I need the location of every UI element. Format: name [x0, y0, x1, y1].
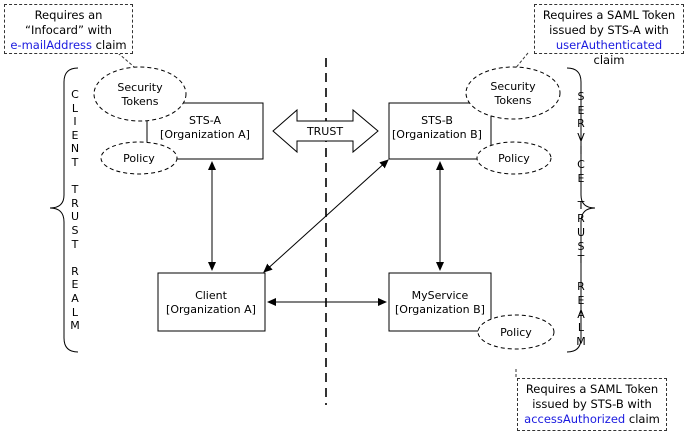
client-letter: C [71, 88, 79, 101]
callout-service-line1: Requires a SAML Token [525, 382, 659, 396]
service-letter: E [577, 293, 585, 307]
service-letter: V [577, 130, 585, 144]
service-letter: T [577, 198, 585, 212]
security-tokens-a-line2: Tokens [120, 95, 158, 108]
client-letter: R [71, 196, 79, 210]
service-letter: C [577, 157, 585, 171]
service-letter [574, 185, 588, 199]
callout-sts-b-line3: userAuthenticated claim [539, 38, 679, 68]
service-realm-brace [566, 67, 596, 353]
service-letter: L [577, 321, 585, 335]
sts-b-name: STS-B [421, 114, 453, 127]
service-letter: R [577, 117, 585, 131]
client-box [157, 272, 266, 332]
callout-client-line1: Requires an [34, 8, 103, 22]
client-letter: A [71, 291, 79, 305]
client-letter: L [71, 305, 79, 319]
callout-service-line2: issued by STS-B with [532, 397, 652, 411]
trust-label: TRUST [306, 125, 343, 138]
client-org: [Organization A] [166, 303, 256, 316]
client-name: Client [195, 289, 228, 302]
sts-b-box [388, 102, 492, 160]
callout-sts-b-suffix: claim [593, 53, 625, 67]
client-letter: U [70, 210, 80, 224]
client-letter: M [70, 319, 80, 333]
callout-sts-b-line1: Requires a SAML Token [542, 8, 676, 22]
callout-pointer-sts-b [513, 52, 529, 71]
service-letter [574, 267, 588, 281]
service-letter: M [576, 334, 586, 348]
service-letter: S [577, 239, 585, 253]
callout-client-requirement: Requires an “Infocard” with e-mailAddres… [4, 4, 133, 54]
trust-double-arrow [272, 108, 379, 154]
client-letter: I [73, 115, 77, 129]
callout-sts-b-claim: userAuthenticated [555, 38, 663, 52]
client-letter [68, 170, 82, 184]
service-letter: T [577, 253, 585, 267]
callout-client-suffix: claim [92, 38, 127, 52]
service-letter: R [577, 280, 585, 294]
policy-ellipse-service [477, 314, 555, 350]
arrow-client-sts-b [263, 159, 389, 273]
client-letter: N [70, 142, 80, 156]
service-letter: S [577, 90, 585, 103]
client-letter: T [71, 155, 79, 169]
security-tokens-b-line1: Security [490, 80, 536, 93]
security-tokens-ellipse-b [465, 66, 561, 120]
myservice-box [388, 272, 492, 332]
policy-a-label: Policy [123, 152, 155, 165]
security-tokens-ellipse-a [93, 66, 187, 122]
service-letter: E [577, 171, 585, 185]
callout-service-claim: accessAuthorized [524, 412, 626, 426]
client-letter: T [71, 237, 79, 251]
security-tokens-a-line1: Security [117, 81, 163, 94]
callout-sts-b-requirement: Requires a SAML Token issued by STS-A wi… [534, 4, 684, 67]
callout-sts-b-line2: issued by STS-A with [549, 23, 669, 37]
client-letter: S [71, 223, 79, 237]
service-letter: A [577, 307, 585, 321]
myservice-org: [Organization B] [395, 303, 485, 316]
callout-service-requirement: Requires a SAML Token issued by STS-B wi… [517, 378, 667, 431]
callout-service-suffix: claim [625, 412, 660, 426]
client-letter: R [71, 264, 79, 278]
callout-client-claim: e-mailAddress [10, 38, 93, 52]
sts-a-name: STS-A [189, 114, 221, 127]
policy-service-label: Policy [500, 326, 532, 339]
service-letter: U [576, 225, 586, 239]
sts-b-org: [Organization B] [392, 128, 482, 141]
client-letter: E [71, 128, 79, 142]
security-tokens-b-line2: Tokens [493, 94, 531, 107]
service-letter: I [579, 144, 583, 158]
policy-b-label: Policy [498, 152, 530, 165]
client-realm-brace [49, 67, 79, 353]
client-letter: T [71, 183, 79, 197]
callout-client-line3: e-mailAddress claim [9, 38, 128, 53]
callout-client-line2: “Infocard” with [25, 23, 112, 37]
service-letter: R [577, 212, 585, 226]
myservice-name: MyService [412, 289, 469, 302]
client-letter: E [71, 278, 79, 292]
policy-ellipse-a [100, 141, 178, 175]
policy-ellipse-b [476, 141, 552, 175]
sts-a-org: [Organization A] [160, 128, 250, 141]
callout-service-line3: accessAuthorized claim [522, 412, 662, 427]
client-letter [68, 251, 82, 265]
client-letter: L [71, 101, 79, 115]
service-letter: E [577, 103, 585, 117]
